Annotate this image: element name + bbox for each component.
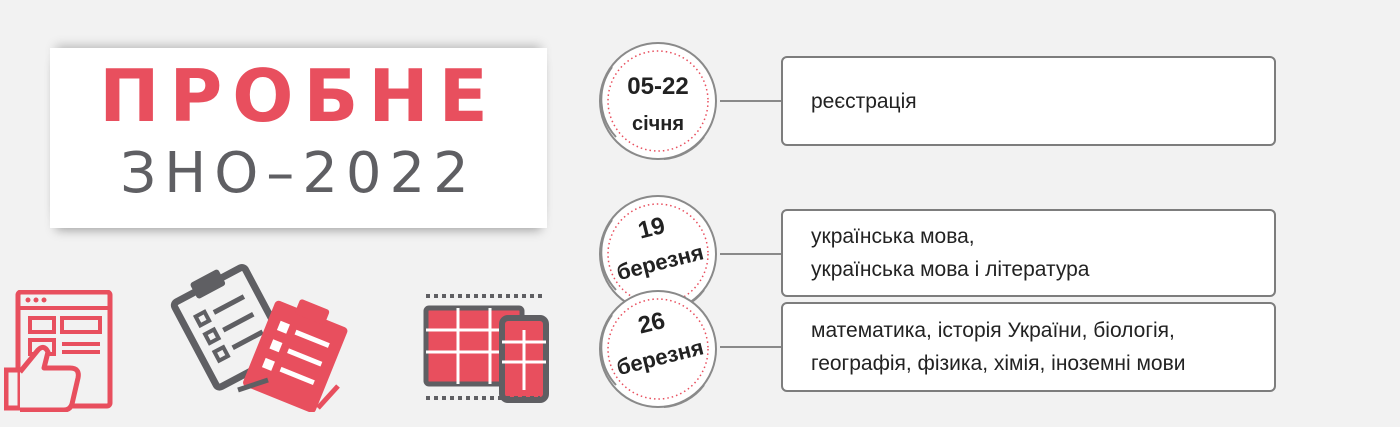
event-box-1: реєстрація [781, 56, 1276, 146]
event-text-line: українська мова і література [811, 258, 1090, 281]
title-card: ПРОБНЕ ЗНО–2022 [50, 48, 547, 228]
connector-1 [720, 100, 782, 102]
event-box-2: українська мова, українська мова і літер… [781, 209, 1276, 297]
date-badge-1: 05-22 січня [594, 37, 722, 165]
date-badge-3: 26 березня [594, 285, 722, 413]
connector-2 [720, 253, 782, 255]
date-badge-ring [599, 195, 717, 313]
event-text-line: українська мова, [811, 225, 975, 248]
event-text-line: реєстрація [811, 89, 917, 113]
connector-3 [720, 346, 782, 348]
clipboards-icon [170, 264, 348, 412]
event-box-3: математика, історія України, біологія, г… [781, 302, 1276, 392]
title-main: ПРОБНЕ [99, 54, 498, 138]
date-badge-2: 19 березня [594, 190, 722, 318]
date-badge-ring [599, 290, 717, 408]
date-badge-ring [599, 42, 717, 160]
event-text-line: географія, фізика, хімія, іноземні мови [811, 352, 1186, 375]
event-text-line: математика, історія України, біологія, [811, 319, 1175, 342]
badge-date: 05-22 [627, 73, 689, 100]
title-subtitle: ЗНО–2022 [120, 141, 477, 206]
badge-month: січня [631, 113, 685, 135]
devices-icon [423, 294, 549, 403]
browser-like-icon [4, 290, 113, 412]
